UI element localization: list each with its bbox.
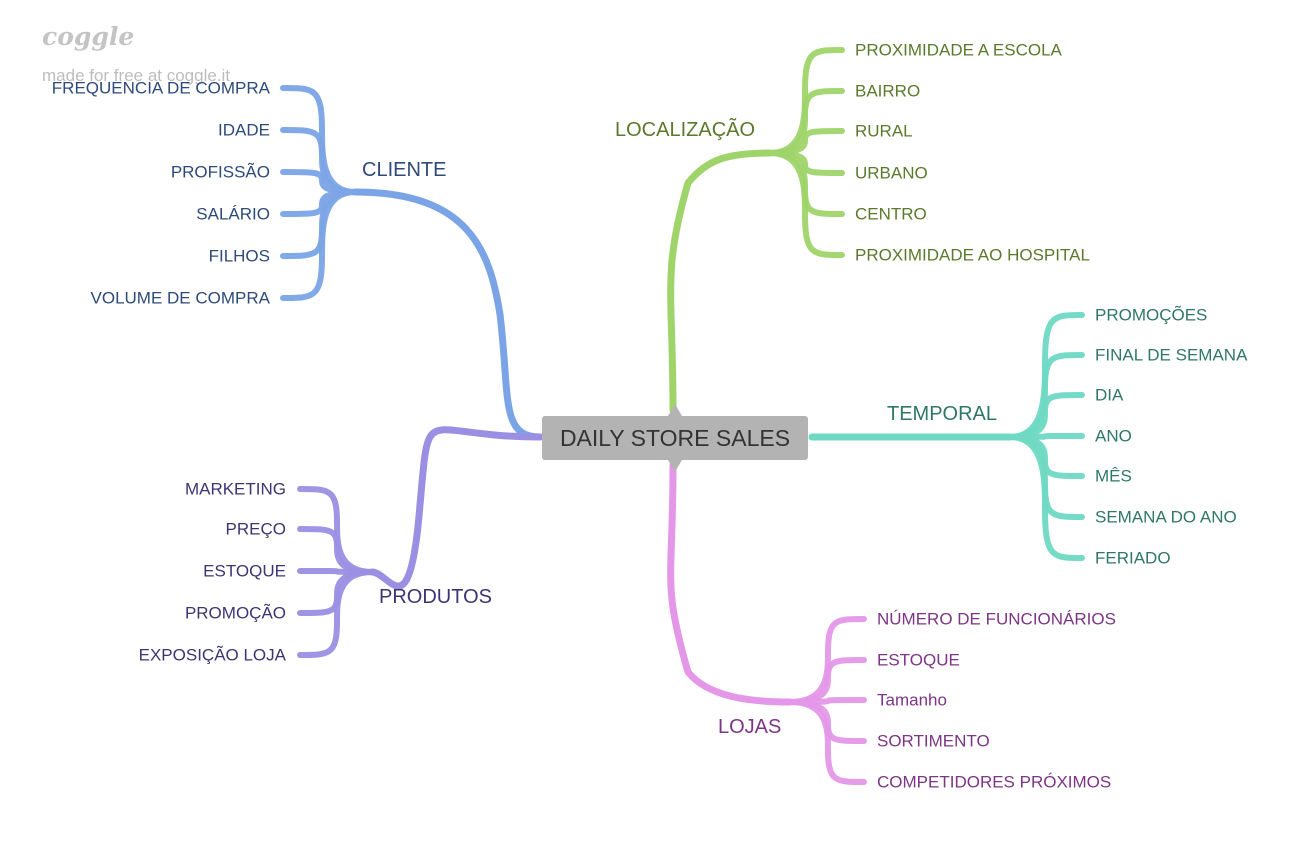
leaf-produtos-3[interactable]: PROMOÇÃO xyxy=(184,603,286,623)
leaf-localizacao-3[interactable]: URBANO xyxy=(855,163,928,183)
branch-lojas-connector-2 xyxy=(787,697,867,705)
leaf-lojas-1[interactable]: ESTOQUE xyxy=(877,650,960,670)
branch-produtos-connector-1 xyxy=(297,526,375,575)
leaf-cliente-0[interactable]: FREQUENCIA DE COMPRA xyxy=(51,78,270,98)
leaf-produtos-1[interactable]: PREÇO xyxy=(225,519,286,539)
branch-lojas-connector-1 xyxy=(787,657,867,705)
branch-cliente-connector-1 xyxy=(280,127,358,195)
leaf-temporal-1[interactable]: FINAL DE SEMANA xyxy=(1095,345,1248,365)
branch-localizacao-trunk xyxy=(667,149,774,414)
branch-cliente-connector-2 xyxy=(280,169,358,195)
leaf-localizacao-0[interactable]: PROXIMIDADE A ESCOLA xyxy=(855,40,1062,60)
branch-label-temporal[interactable]: TEMPORAL xyxy=(887,403,998,425)
leaf-lojas-2[interactable]: Tamanho xyxy=(877,690,947,710)
leaf-cliente-2[interactable]: PROFISSÃO xyxy=(170,162,270,182)
leaf-lojas-4[interactable]: COMPETIDORES PRÓXIMOS xyxy=(877,772,1112,792)
leaf-lojas-0[interactable]: NÚMERO DE FUNCIONÁRIOS xyxy=(877,609,1116,629)
branch-temporal xyxy=(808,312,1085,561)
branch-cliente xyxy=(280,85,544,441)
leaf-cliente-4[interactable]: FILHOS xyxy=(208,246,270,266)
branch-lojas xyxy=(667,461,867,785)
branch-label-produtos[interactable]: PRODUTOS xyxy=(379,586,492,608)
branch-localizacao xyxy=(667,47,845,414)
leaf-produtos-4[interactable]: EXPOSIÇÃO LOJA xyxy=(138,645,286,665)
center-notch-0 xyxy=(668,404,682,416)
center-node-notches xyxy=(668,404,682,472)
branch-lojas-trunk xyxy=(667,461,794,706)
leaf-lojas-3[interactable]: SORTIMENTO xyxy=(877,731,990,751)
branch-lojas-connector-4 xyxy=(787,699,867,785)
leaf-temporal-0[interactable]: PROMOÇÕES xyxy=(1095,305,1208,325)
leaf-temporal-4[interactable]: MÊS xyxy=(1095,466,1132,486)
leaf-localizacao-4[interactable]: CENTRO xyxy=(855,204,927,224)
branch-cliente-connector-4 xyxy=(280,189,358,259)
branch-cliente-connector-5 xyxy=(280,189,358,301)
branch-temporal-connector-2 xyxy=(1007,392,1085,440)
branch-temporal-connector-6 xyxy=(1007,434,1085,561)
leaf-temporal-2[interactable]: DIA xyxy=(1095,385,1124,405)
branch-localizacao-connector-5 xyxy=(767,150,845,258)
leaf-produtos-0[interactable]: MARKETING xyxy=(184,479,286,499)
leaf-produtos-2[interactable]: ESTOQUE xyxy=(203,561,286,581)
branch-produtos-connector-2 xyxy=(297,568,375,575)
leaf-localizacao-1[interactable]: BAIRRO xyxy=(855,81,921,101)
leaf-cliente-5[interactable]: VOLUME DE COMPRA xyxy=(90,288,270,308)
coggle-logo: coggle xyxy=(42,22,135,51)
leaf-cliente-3[interactable]: SALÁRIO xyxy=(196,204,270,224)
center-node-daily-store-sales[interactable]: DAILY STORE SALES xyxy=(542,416,808,460)
leaf-temporal-5[interactable]: SEMANA DO ANO xyxy=(1095,507,1237,527)
leaf-temporal-6[interactable]: FERIADO xyxy=(1095,548,1171,568)
branch-produtos xyxy=(297,426,544,658)
center-notch-1 xyxy=(668,460,682,472)
leaf-temporal-3[interactable]: ANO xyxy=(1095,426,1132,446)
branch-label-localizacao[interactable]: LOCALIZAÇÃO xyxy=(615,119,756,141)
branch-produtos-connector-4 xyxy=(297,569,375,658)
coggle-tagline: made for free at coggle.it xyxy=(42,66,231,85)
branch-label-cliente[interactable]: CLIENTE xyxy=(362,159,447,181)
branch-cliente-trunk xyxy=(351,188,544,441)
leaf-localizacao-2[interactable]: RURAL xyxy=(855,121,913,141)
branch-produtos-trunk xyxy=(368,426,544,590)
branch-localizacao-connector-2 xyxy=(767,128,845,156)
leaf-cliente-1[interactable]: IDADE xyxy=(218,120,270,140)
branch-label-lojas[interactable]: LOJAS xyxy=(718,716,782,738)
leaf-localizacao-5[interactable]: PROXIMIDADE AO HOSPITAL xyxy=(855,245,1090,265)
